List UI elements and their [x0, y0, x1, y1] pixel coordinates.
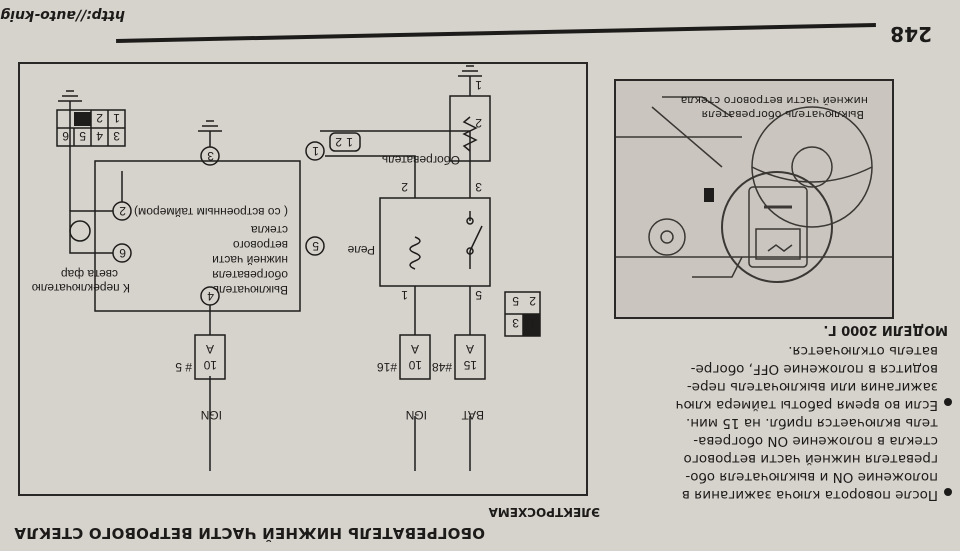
switch-label-line: обогревателя	[212, 268, 288, 282]
switch-pin-label: 2	[119, 204, 126, 218]
switch-connector-pin: 6	[62, 129, 69, 143]
switch-connector-pin: 5	[79, 129, 86, 143]
switch-label-line: стекла	[251, 223, 288, 237]
switch-connector-pin: 4	[96, 129, 103, 143]
relay-coil	[409, 236, 421, 270]
switch-pin-label: 3	[207, 149, 214, 163]
heater-zigzag	[462, 116, 478, 152]
heater-connector	[329, 132, 361, 152]
ground	[198, 120, 222, 132]
ground	[58, 90, 82, 102]
switch-pin-label: 5	[312, 239, 319, 253]
switch-connector-fill	[74, 112, 91, 126]
relay-terminal	[466, 217, 474, 225]
relay-label: Реле	[347, 243, 375, 257]
switch-pin-label: 4	[207, 289, 214, 303]
relay-connector-pin: 1	[529, 316, 536, 330]
switch-connector-pin: 1	[113, 111, 120, 125]
switch-box	[94, 160, 301, 312]
switch-pin	[305, 141, 325, 161]
switch-label-line: ( со встроенным таймером)	[134, 205, 288, 219]
fuse-unit: A	[411, 342, 419, 356]
relay-connector-pin: 3	[512, 316, 519, 330]
source-label: IGN	[201, 408, 222, 422]
relay-connector-pin: 5	[512, 294, 519, 308]
fuse-amp: 10	[408, 358, 422, 372]
source-label: IGN	[406, 408, 427, 422]
heater-connector-pin: 1	[346, 135, 353, 149]
fuse-ref: #48	[432, 360, 452, 374]
dashboard-sketch	[616, 96, 892, 283]
switch-label-line: Выключатель	[213, 283, 288, 297]
switch-pin	[305, 236, 325, 256]
switch-location-marker	[704, 188, 714, 202]
switch-pin-label: 1	[312, 144, 319, 158]
relay-terminal	[466, 247, 474, 255]
switch-label-line: нижней части	[212, 253, 288, 267]
heater-pin: 2	[475, 116, 482, 130]
relay-contact	[469, 211, 483, 269]
headlight-label-line: К переключателю	[32, 281, 130, 295]
fuse-amp: 10	[203, 358, 217, 372]
switch-connector-pin: 2	[96, 111, 103, 125]
fuse-unit: A	[466, 342, 474, 356]
relay-pin: 3	[475, 180, 482, 194]
fuse-unit: A	[206, 342, 214, 356]
fuse-amp: 15	[463, 358, 477, 372]
fuse-ref: # 5	[175, 360, 192, 374]
relay-connector-pin: 2	[529, 294, 536, 308]
ground	[458, 65, 482, 77]
indicator-lamp	[69, 220, 91, 242]
source-label: BAT	[461, 408, 484, 422]
switch-pin-label: 6	[119, 246, 126, 260]
fuse-ref: #16	[377, 360, 397, 374]
switch-label-line: ветрового	[233, 238, 288, 252]
wire	[69, 210, 113, 254]
relay-box	[379, 197, 491, 287]
relay-pin: 5	[475, 288, 482, 302]
relay-pin: 2	[401, 180, 408, 194]
heater-pin: 1	[475, 78, 482, 92]
relay-connector-fill	[523, 314, 540, 336]
switch-connector-pin: 3	[113, 129, 120, 143]
heater-label: Обогреватель	[382, 153, 460, 167]
wire	[325, 155, 416, 198]
heater-connector-pin: 2	[335, 135, 342, 149]
relay-pin: 1	[401, 288, 408, 302]
headlight-label-line: света фар	[61, 267, 118, 281]
dashboard-photo: Выключатель обогревателя нижней части ве…	[614, 79, 894, 319]
